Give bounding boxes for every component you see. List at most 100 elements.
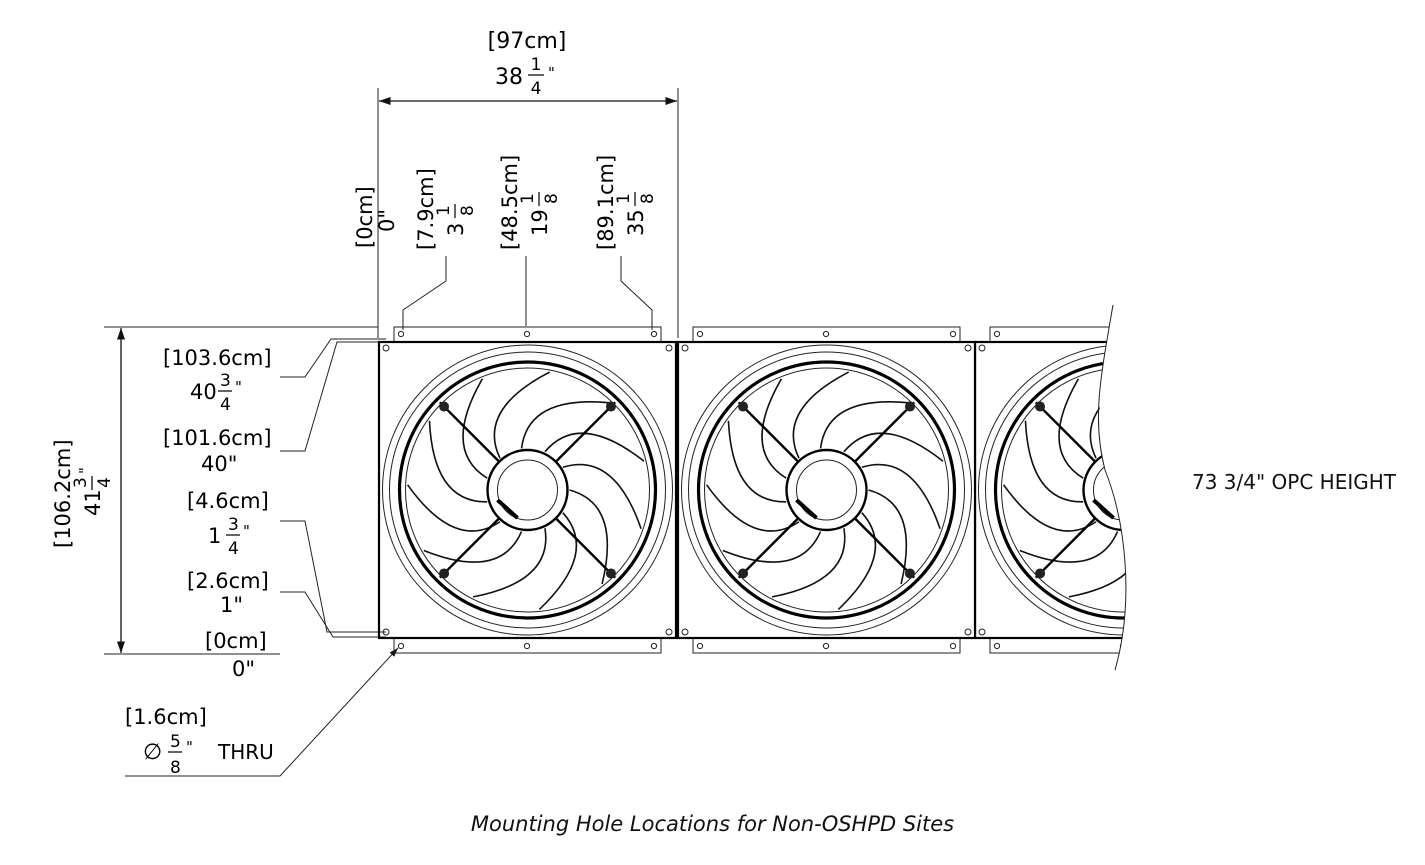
mounting-hole (822, 330, 830, 338)
svg-text:": " (235, 378, 242, 396)
spoke-bolt (738, 401, 749, 412)
mounting-hole (523, 642, 531, 650)
mounting-hole (696, 642, 704, 650)
svg-text:3: 3 (220, 371, 231, 391)
fan-housing (377, 340, 678, 640)
side-hole-0-metric: [103.6cm] (163, 346, 272, 370)
side-hole-2-metric: [4.6cm] (187, 489, 269, 513)
spoke-bolt (439, 401, 450, 412)
spoke-bolt (439, 568, 450, 579)
motor-hub (486, 448, 569, 532)
fan-array (377, 326, 1268, 654)
corner-fastener (1262, 345, 1268, 351)
mounting-hole (696, 330, 704, 338)
overall-height-dimension: [106.2cm] 41 3 4 " (51, 326, 378, 655)
svg-text:35: 35 (624, 209, 648, 236)
fan-blade (428, 420, 488, 503)
spoke-bolt (1202, 568, 1212, 578)
guard-spoke (853, 517, 916, 579)
guard-spoke (1152, 518, 1211, 577)
svg-text:": " (76, 467, 94, 474)
overall-height-metric: [106.2cm] (51, 439, 75, 548)
fan-blade (493, 371, 551, 459)
corner-fastener (681, 344, 689, 352)
top-bracket (393, 326, 662, 343)
svg-text:1: 1 (518, 193, 538, 204)
svg-text:40: 40 (190, 380, 217, 404)
svg-text:1: 1 (614, 193, 634, 204)
spoke-bolt (1202, 402, 1212, 412)
mounting-hole (822, 642, 830, 650)
fan-blade (544, 432, 645, 462)
hole-diameter-symbol: ∅ (143, 740, 162, 765)
mounting-hole (397, 642, 405, 650)
side-hole-1-metric: [101.6cm] (163, 426, 272, 450)
guard-spoke (737, 517, 800, 579)
corner-fastener (382, 628, 390, 636)
corner-fastener (665, 628, 673, 636)
svg-text:8: 8 (458, 205, 478, 216)
top-hole-0-metric: [0cm] (353, 186, 377, 248)
top-hole-2-metric: [48.5cm] (498, 155, 522, 250)
bottom-bracket (989, 637, 1126, 654)
svg-text:1: 1 (208, 524, 221, 548)
hole-size-metric: [1.6cm] (125, 705, 207, 729)
fan-blade (520, 401, 611, 449)
fan-blade (727, 420, 787, 503)
fan-blade (771, 528, 846, 598)
fan-blade (1068, 528, 1126, 598)
svg-text:": " (243, 522, 250, 540)
top-bracket (989, 326, 1126, 343)
spoke-bolt (1035, 401, 1046, 412)
svg-text:19: 19 (528, 209, 552, 236)
fan-blade (819, 401, 910, 449)
fan-blade (472, 528, 547, 598)
svg-text:8: 8 (170, 758, 181, 778)
overall-width-metric: [97cm] (488, 29, 567, 54)
hole-size-callout: [1.6cm] ∅ 5 8 " THRU (125, 647, 399, 778)
spoke-bolt (904, 568, 915, 579)
corner-fastener (382, 344, 390, 352)
opc-height-note: 73 3/4" OPC HEIGHT (1192, 470, 1397, 494)
side-hole-1-imperial: 40" (201, 452, 237, 476)
side-hole-dimensions: [103.6cm] 40 3 4 " [101.6cm] 40" [4.6cm]… (163, 338, 386, 681)
fan-blade (1116, 401, 1126, 449)
mounting-hole (397, 330, 405, 338)
top-hole-dimensions: [0cm] 0" [7.9cm] 3 1 8 [48.5cm] 19 1 8 [… (353, 155, 658, 330)
fan-blade (1058, 378, 1084, 479)
bottom-bracket (393, 637, 662, 654)
guard-spoke (853, 401, 916, 463)
svg-text:3: 3 (228, 515, 239, 535)
fan-unit-2 (676, 326, 977, 654)
fan-blade (1024, 420, 1084, 503)
hole-thru-label: THRU (217, 740, 274, 764)
mounting-hole (1247, 643, 1252, 648)
top-bracket (692, 326, 961, 343)
fan-blade (538, 512, 578, 610)
break-line (1097, 304, 1127, 671)
fan-blade (792, 371, 850, 459)
mounting-hole (949, 330, 957, 338)
side-hole-4-imperial: 0" (232, 657, 255, 681)
fan-blade (562, 463, 642, 530)
guard-spoke (438, 401, 501, 463)
svg-text:8: 8 (542, 193, 562, 204)
svg-text:4: 4 (220, 395, 231, 415)
overall-width-num: 1 (531, 55, 542, 75)
fan-blade (1166, 490, 1204, 584)
bottom-bracket (692, 637, 961, 654)
svg-text:": " (548, 64, 555, 82)
top-hole-1-metric: [7.9cm] (414, 168, 438, 250)
mounting-hole (523, 330, 531, 338)
overall-width-den: 4 (531, 79, 542, 99)
fan-blade (837, 512, 877, 610)
top-hole-0-imperial: 0" (375, 209, 399, 232)
guard-spoke (1034, 517, 1097, 579)
fan-guard (397, 360, 658, 620)
overall-width-dimension: [97cm] 38 1 4 " (377, 29, 679, 338)
fan-blade (761, 378, 787, 479)
guard-spoke (1034, 401, 1097, 463)
corner-fastener (1262, 629, 1268, 635)
outer-ring (681, 344, 972, 636)
guard-spoke (1152, 402, 1211, 461)
